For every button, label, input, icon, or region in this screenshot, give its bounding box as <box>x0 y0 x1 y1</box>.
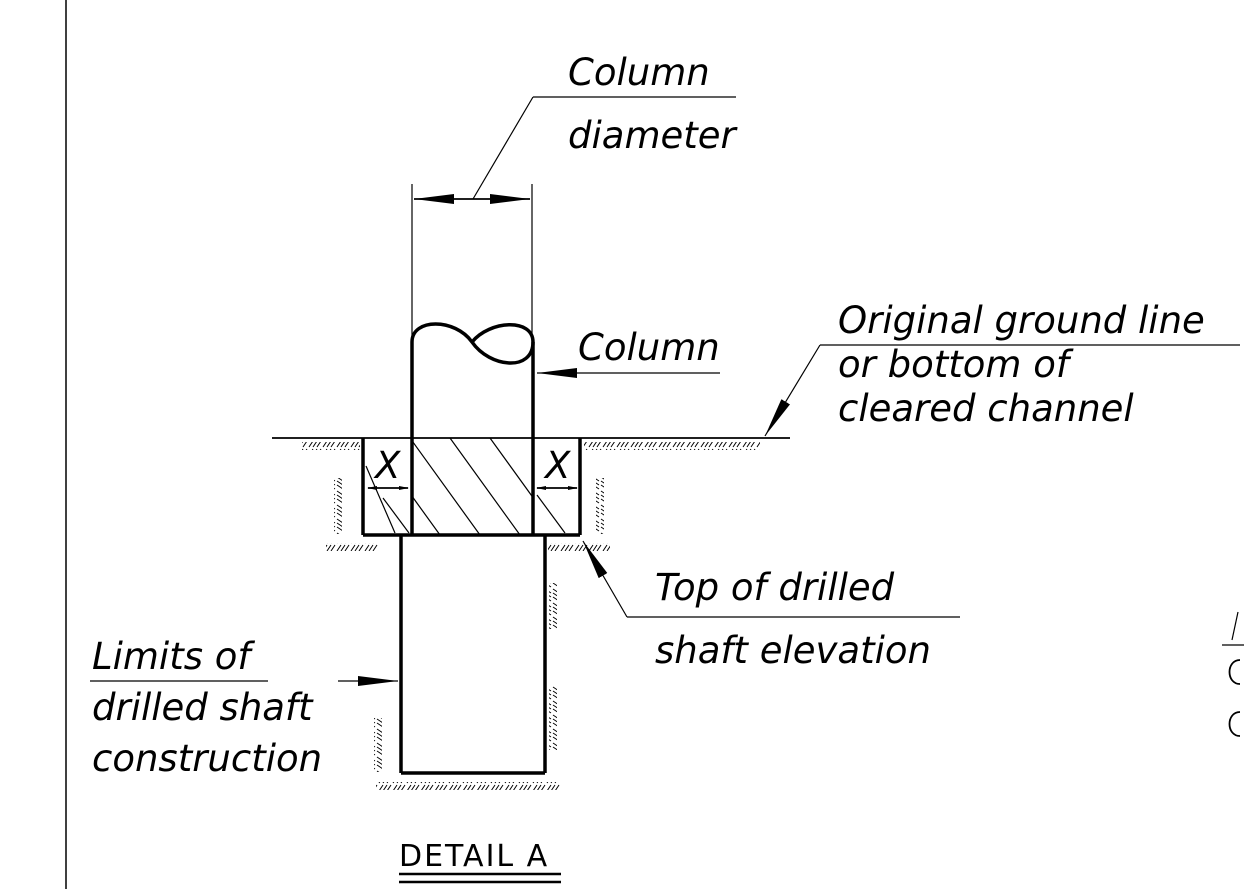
shaft-hatch-bottom <box>376 782 560 790</box>
ground-hatch-right <box>584 442 760 450</box>
limits-label-2: drilled shaft <box>92 686 314 729</box>
drilled-shaft <box>399 535 547 775</box>
shoulder-hatch-right <box>548 543 610 551</box>
side-hatch-right <box>596 478 604 534</box>
ground-line-label-1: Original ground line <box>838 299 1205 342</box>
column-shape <box>410 322 535 535</box>
x-label-left: X <box>373 444 402 487</box>
top-of-shaft-label-1: Top of drilled <box>655 566 895 609</box>
side-hatch-left <box>334 478 342 534</box>
ground-hatch-left <box>302 442 360 450</box>
column-label: Column <box>578 326 720 369</box>
x-gap-hatch <box>365 465 566 534</box>
ground-line-leader <box>764 344 1240 437</box>
limits-label-3: construction <box>92 737 322 780</box>
top-of-shaft-leader <box>582 540 960 618</box>
ground-line-label-2: or bottom of <box>838 343 1074 386</box>
limits-label-1: Limits of <box>92 635 255 678</box>
top-of-shaft-label-2: shaft elevation <box>655 629 931 672</box>
ground-line-label-3: cleared channel <box>838 387 1134 430</box>
column-section-hatch <box>412 438 533 535</box>
shaft-hatch-right-upper <box>549 583 557 629</box>
cutoff-fragment <box>1222 611 1244 737</box>
column-diameter-label-2: diameter <box>568 114 739 157</box>
shaft-hatch-left-lower <box>374 718 382 772</box>
shaft-hatch-right-lower <box>549 686 557 750</box>
column-diameter-dimension <box>411 96 736 342</box>
x-label-right: X <box>543 444 572 487</box>
shoulder-hatch-left <box>326 543 378 551</box>
column-diameter-label-1: Column <box>568 51 710 94</box>
detail-title: DETAIL A <box>399 839 549 874</box>
